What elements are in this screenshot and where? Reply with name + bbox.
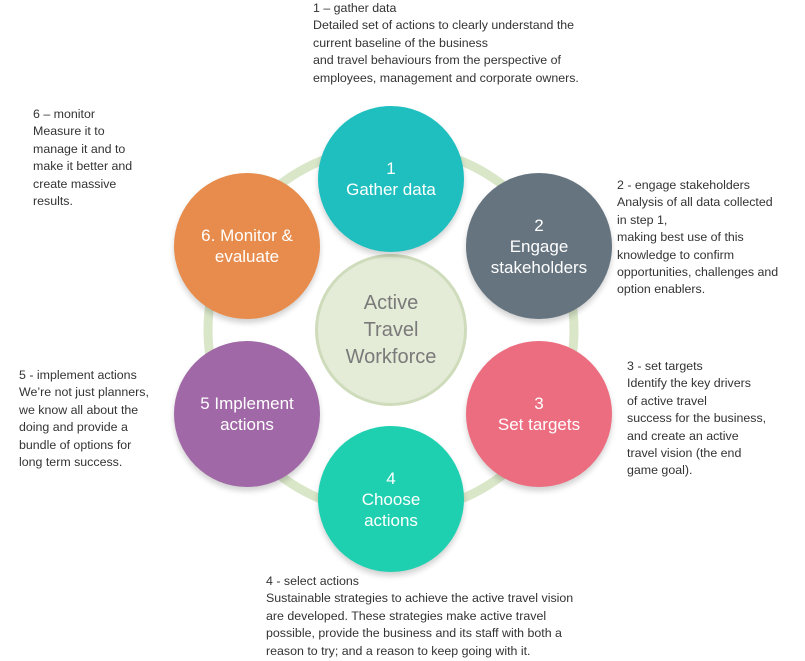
note-line: We’re not just planners, [19, 385, 149, 400]
step-circle-monitor-evaluate: 6. Monitor & evaluate [174, 173, 320, 319]
note-line: Measure it to [33, 124, 105, 139]
note-line: option enablers. [617, 282, 706, 297]
center-line: Active [363, 291, 419, 314]
note-line: results. [33, 194, 73, 209]
step-circle-gather-data: 1 Gather data [318, 106, 464, 252]
step-label: 6. Monitor & [201, 226, 293, 245]
note-line: reason to try; and a reason to keep goin… [266, 643, 531, 658]
step-label: Set targets [497, 415, 581, 434]
step-label: actions [220, 415, 274, 434]
step-label: 5 Implement [200, 394, 294, 413]
note-line: 1 – gather data [313, 1, 397, 15]
note-engage-stakeholders: 2 - engage stakeholders Analysis of all … [617, 177, 778, 299]
note-line: long term success. [19, 455, 123, 470]
note-line: Detailed set of actions to clearly under… [313, 18, 575, 33]
note-line: manage it and to [33, 141, 126, 156]
note-line: bundle of options for [19, 437, 132, 452]
note-line: we know all about the [19, 402, 139, 417]
note-line: Sustainable strategies to achieve the ac… [266, 591, 574, 606]
note-line: and create an active [627, 428, 739, 443]
step-label: 2 [534, 215, 544, 235]
center-line: Workforce [345, 345, 437, 368]
step-label: 3 [534, 394, 544, 413]
note-line: and travel behaviours from the perspecti… [313, 53, 561, 68]
note-line: Identify the key drivers [627, 376, 751, 391]
step-label: 1 [386, 159, 396, 178]
note-line: make it better and [33, 159, 133, 174]
step-label: Gather data [346, 180, 436, 199]
note-line: possible, provide the business and its s… [266, 626, 562, 641]
step-circle-engage-stakeholders: 2 Engage stakeholders [466, 173, 612, 319]
note-gather-data: 1 – gather data Detailed set of actions … [313, 0, 579, 87]
step-circle-choose-actions: 4 Choose actions [318, 426, 464, 572]
note-select-actions: 4 - select actions Sustainable strategie… [266, 573, 573, 660]
step-label: stakeholders [490, 257, 588, 277]
note-line: knowledge to confirm [617, 247, 735, 262]
note-line: opportunities, challenges and [617, 265, 779, 280]
note-line: game goal). [627, 463, 693, 478]
note-set-targets: 3 - set targets Identify the key drivers… [627, 358, 766, 480]
note-line: success for the business, [627, 411, 767, 426]
note-line: in step 1, [617, 212, 668, 227]
note-line: create massive [33, 176, 117, 191]
note-line: 3 - set targets [627, 359, 703, 373]
note-line: of active travel [627, 393, 707, 408]
note-monitor: 6 – monitor Measure it to manage it and … [33, 106, 132, 210]
note-line: are developed. These strategies make act… [266, 608, 547, 623]
note-line: 6 – monitor [33, 107, 95, 121]
center-circle-active-travel-workforce: Active Travel Workforce [315, 254, 467, 406]
step-label: Choose [361, 489, 421, 509]
note-implement-actions: 5 - implement actions We’re not just pla… [19, 367, 149, 471]
step-label: 4 [386, 468, 396, 488]
note-line: 5 - implement actions [19, 368, 137, 382]
step-circle-implement-actions: 5 Implement actions [174, 341, 320, 487]
step-circle-set-targets: 3 Set targets [466, 341, 612, 487]
step-label: Engage [509, 236, 569, 256]
note-line: making best use of this [617, 230, 744, 245]
note-line: 4 - select actions [266, 574, 359, 588]
note-line: Analysis of all data collected [617, 195, 773, 210]
note-line: doing and provide a [19, 420, 128, 435]
step-label: evaluate [214, 247, 280, 266]
note-line: current baseline of the business [313, 35, 488, 50]
step-label: actions [364, 510, 418, 530]
note-line: employees, management and corporate owne… [313, 70, 579, 85]
center-line: Travel [363, 318, 419, 341]
note-line: 2 - engage stakeholders [617, 178, 750, 192]
note-line: travel vision (the end [627, 446, 742, 461]
